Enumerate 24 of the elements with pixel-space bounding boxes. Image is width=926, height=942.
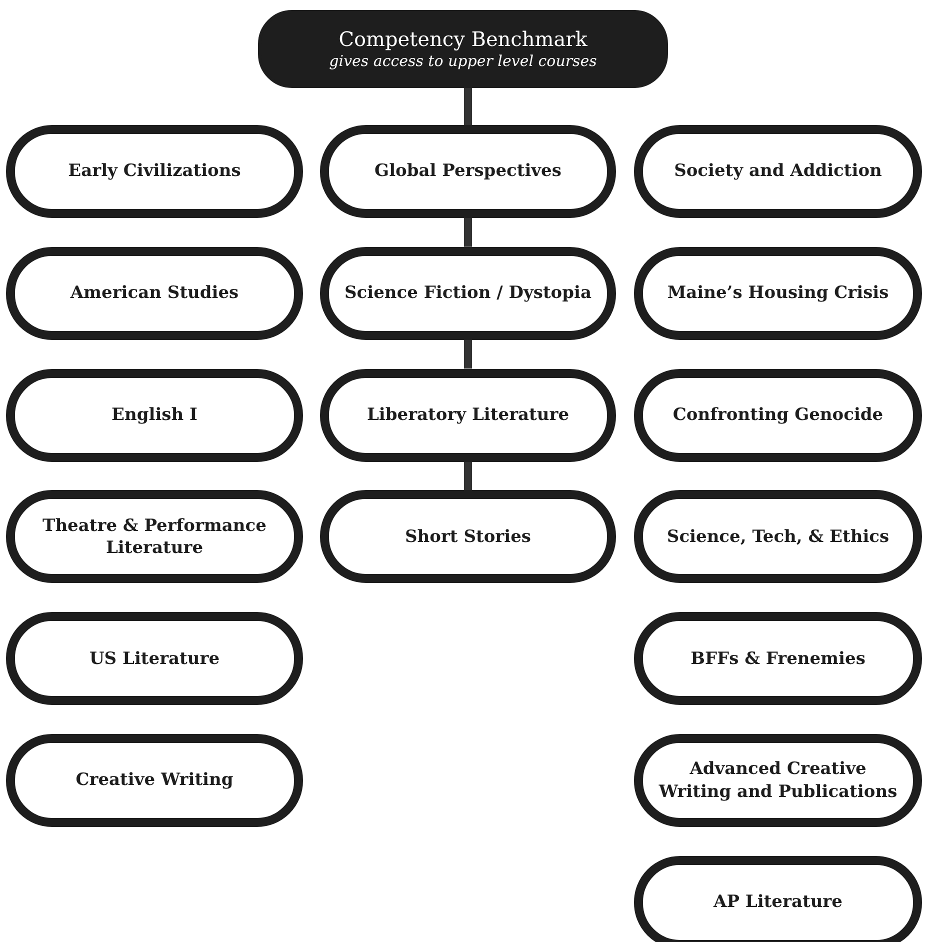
connector-line [464,340,472,369]
course-title: BFFs & Frenemies [690,648,866,670]
connector-line [464,88,472,125]
course-title: Competency Benchmark [338,26,588,52]
course-title: Science, Tech, & Ethics [666,526,890,548]
course-title: Short Stories [405,526,531,548]
course-title: Liberatory Literature [366,404,570,426]
course-title: Theatre & Performance Literature [42,514,268,559]
course-title: Advanced Creative Writing and Publications [658,758,898,803]
course-title: English I [112,404,198,426]
course-title: Early Civilizations [68,160,241,183]
course-title: AP Literature [714,891,842,914]
connector-line [464,218,472,247]
header-pill [258,10,668,88]
course-title: Science Fiction / Dystopia [344,282,592,304]
course-title: Confronting Genocide [672,404,884,426]
course-title: US Literature [89,648,220,670]
course-title: Global Perspectives [374,160,562,183]
course-title: Maine’s Housing Crisis [667,282,889,304]
subtitle: gives access to upper level courses [329,52,597,72]
course-title: Society and Addiction [674,160,882,183]
connector-line [464,462,472,490]
course-title: American Studies [70,282,239,304]
course-title: Creative Writing [76,769,234,792]
